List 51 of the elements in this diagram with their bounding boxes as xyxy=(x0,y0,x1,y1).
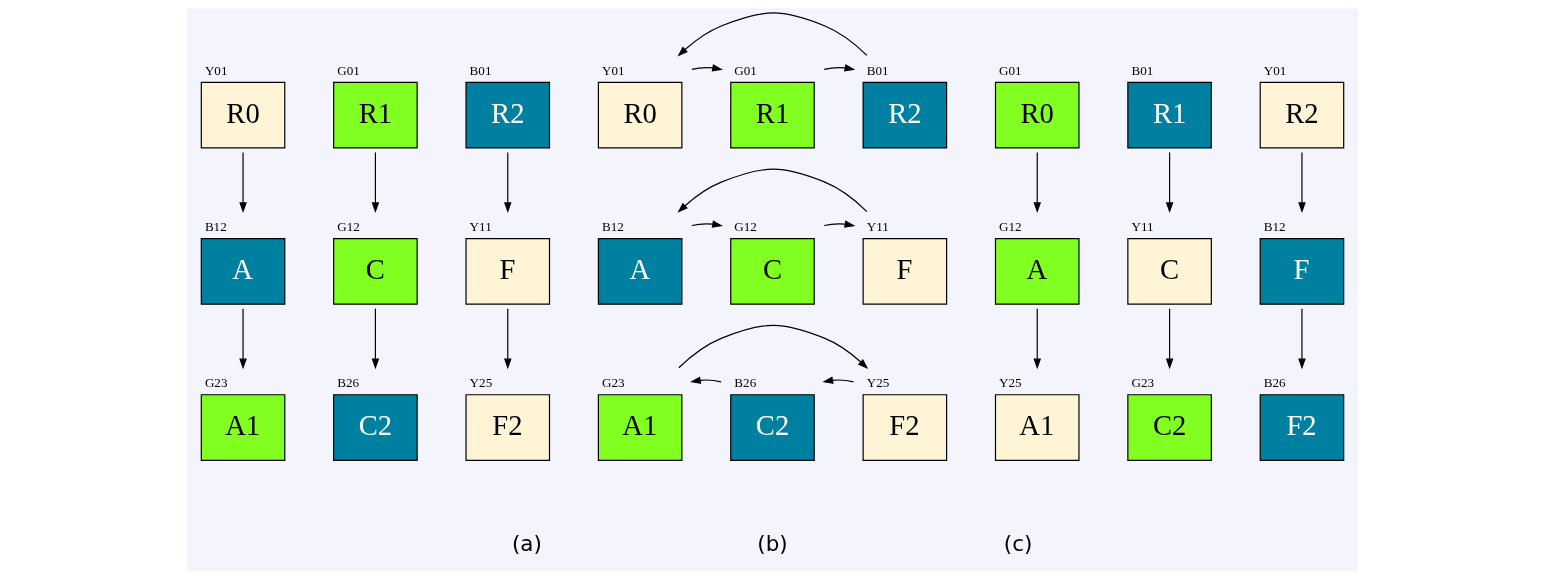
node-label: G23 xyxy=(204,375,228,391)
node-label: B12 xyxy=(601,219,624,235)
arrow xyxy=(1033,151,1041,214)
node-label: Y25 xyxy=(469,375,493,391)
arrow xyxy=(1033,308,1041,370)
label: (a) xyxy=(511,530,542,556)
node-label: G23 xyxy=(1131,375,1155,391)
arrow xyxy=(1298,308,1306,370)
arrow xyxy=(823,220,856,228)
node-label: Y25 xyxy=(866,375,890,391)
node-label: B01 xyxy=(1131,62,1154,78)
node-label: Y01 xyxy=(204,62,228,78)
node-label: G01 xyxy=(999,62,1022,78)
arrow xyxy=(677,12,868,57)
arrow xyxy=(678,324,869,370)
arrow xyxy=(823,64,856,72)
arrow xyxy=(691,64,723,72)
node-label: Y11 xyxy=(1131,219,1154,235)
node-label: Y01 xyxy=(1263,62,1287,78)
arrow xyxy=(1165,151,1174,214)
node-label: B26 xyxy=(337,375,360,391)
node-label: Y01 xyxy=(601,62,625,78)
node-label: G12 xyxy=(734,219,757,235)
node-label: G12 xyxy=(999,219,1022,235)
node-label: G12 xyxy=(337,219,360,235)
label: (b) xyxy=(757,530,788,556)
node-label: B26 xyxy=(1263,375,1286,391)
node-label: Y25 xyxy=(999,375,1022,391)
arrow xyxy=(822,376,855,384)
arrow xyxy=(691,220,723,228)
arrow xyxy=(1165,308,1174,370)
arrow xyxy=(1298,151,1306,214)
node-label: B01 xyxy=(866,62,889,78)
arrow xyxy=(690,376,722,384)
node-label: B26 xyxy=(734,375,757,391)
label: (c) xyxy=(1003,530,1033,556)
node-label: G23 xyxy=(601,375,625,391)
node-label: Y11 xyxy=(866,219,889,235)
arrow xyxy=(677,168,868,213)
arrow xyxy=(504,151,512,214)
node-label: B12 xyxy=(204,219,227,235)
node-label: Y11 xyxy=(469,219,492,235)
arrow xyxy=(371,151,380,214)
arrow xyxy=(239,151,247,214)
node-label: G01 xyxy=(337,62,360,78)
node-label: B12 xyxy=(1263,219,1286,235)
node-label: G01 xyxy=(734,62,757,78)
arrow xyxy=(239,308,247,370)
node-label: B01 xyxy=(469,62,492,78)
arrow xyxy=(371,308,380,370)
arrow xyxy=(504,308,512,370)
